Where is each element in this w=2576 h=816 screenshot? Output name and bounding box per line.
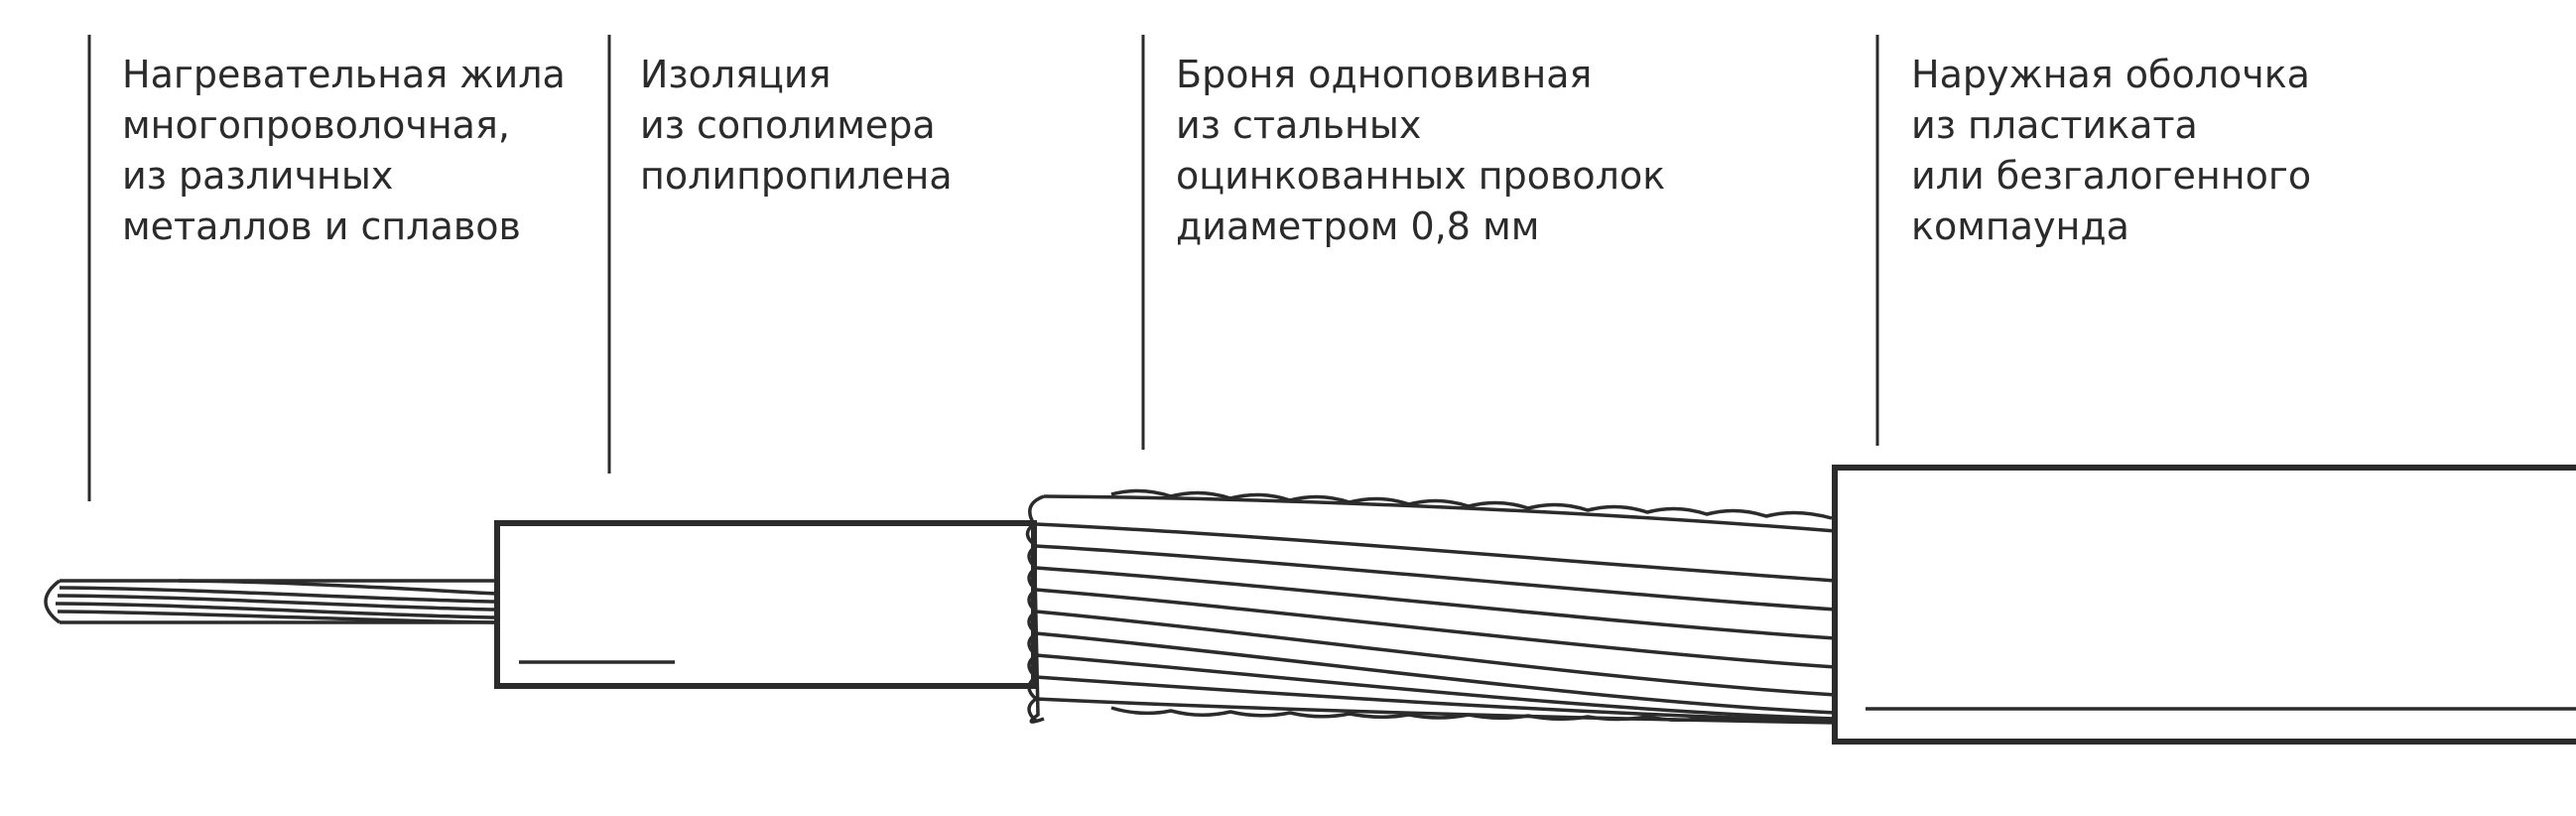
- label-outer-sheath: Наружная оболочка из пластиката или безг…: [1911, 50, 2311, 252]
- label-line: Изоляция: [640, 53, 832, 96]
- outer-sheath: [1832, 465, 2576, 745]
- label-line: или безгалогенного: [1911, 154, 2312, 198]
- label-line: оцинкованных проволок: [1176, 154, 1666, 198]
- label-line: полипропилена: [640, 154, 953, 198]
- heating-core: [44, 579, 497, 624]
- label-armor: Броня одноповивная из стальных оцинкован…: [1176, 50, 1665, 252]
- label-heating-core: Нагревательная жила многопроволочная, из…: [122, 50, 566, 252]
- label-line: Наружная оболочка: [1911, 53, 2310, 96]
- label-line: из стальных: [1176, 103, 1422, 147]
- label-line: из различных: [122, 154, 394, 198]
- label-line: Нагревательная жила: [122, 53, 566, 96]
- label-line: из сополимера: [640, 103, 936, 147]
- label-line: компаунда: [1911, 204, 2129, 248]
- label-line: металлов и сплавов: [122, 204, 521, 248]
- insulation: [494, 520, 1037, 689]
- label-line: диаметром 0,8 мм: [1176, 204, 1540, 248]
- label-insulation: Изоляция из сополимера полипропилена: [640, 50, 953, 202]
- armor-wires: [1025, 488, 1837, 725]
- label-line: Броня одноповивная: [1176, 53, 1593, 96]
- label-line: из пластиката: [1911, 103, 2198, 147]
- label-line: многопроволочная,: [122, 103, 510, 147]
